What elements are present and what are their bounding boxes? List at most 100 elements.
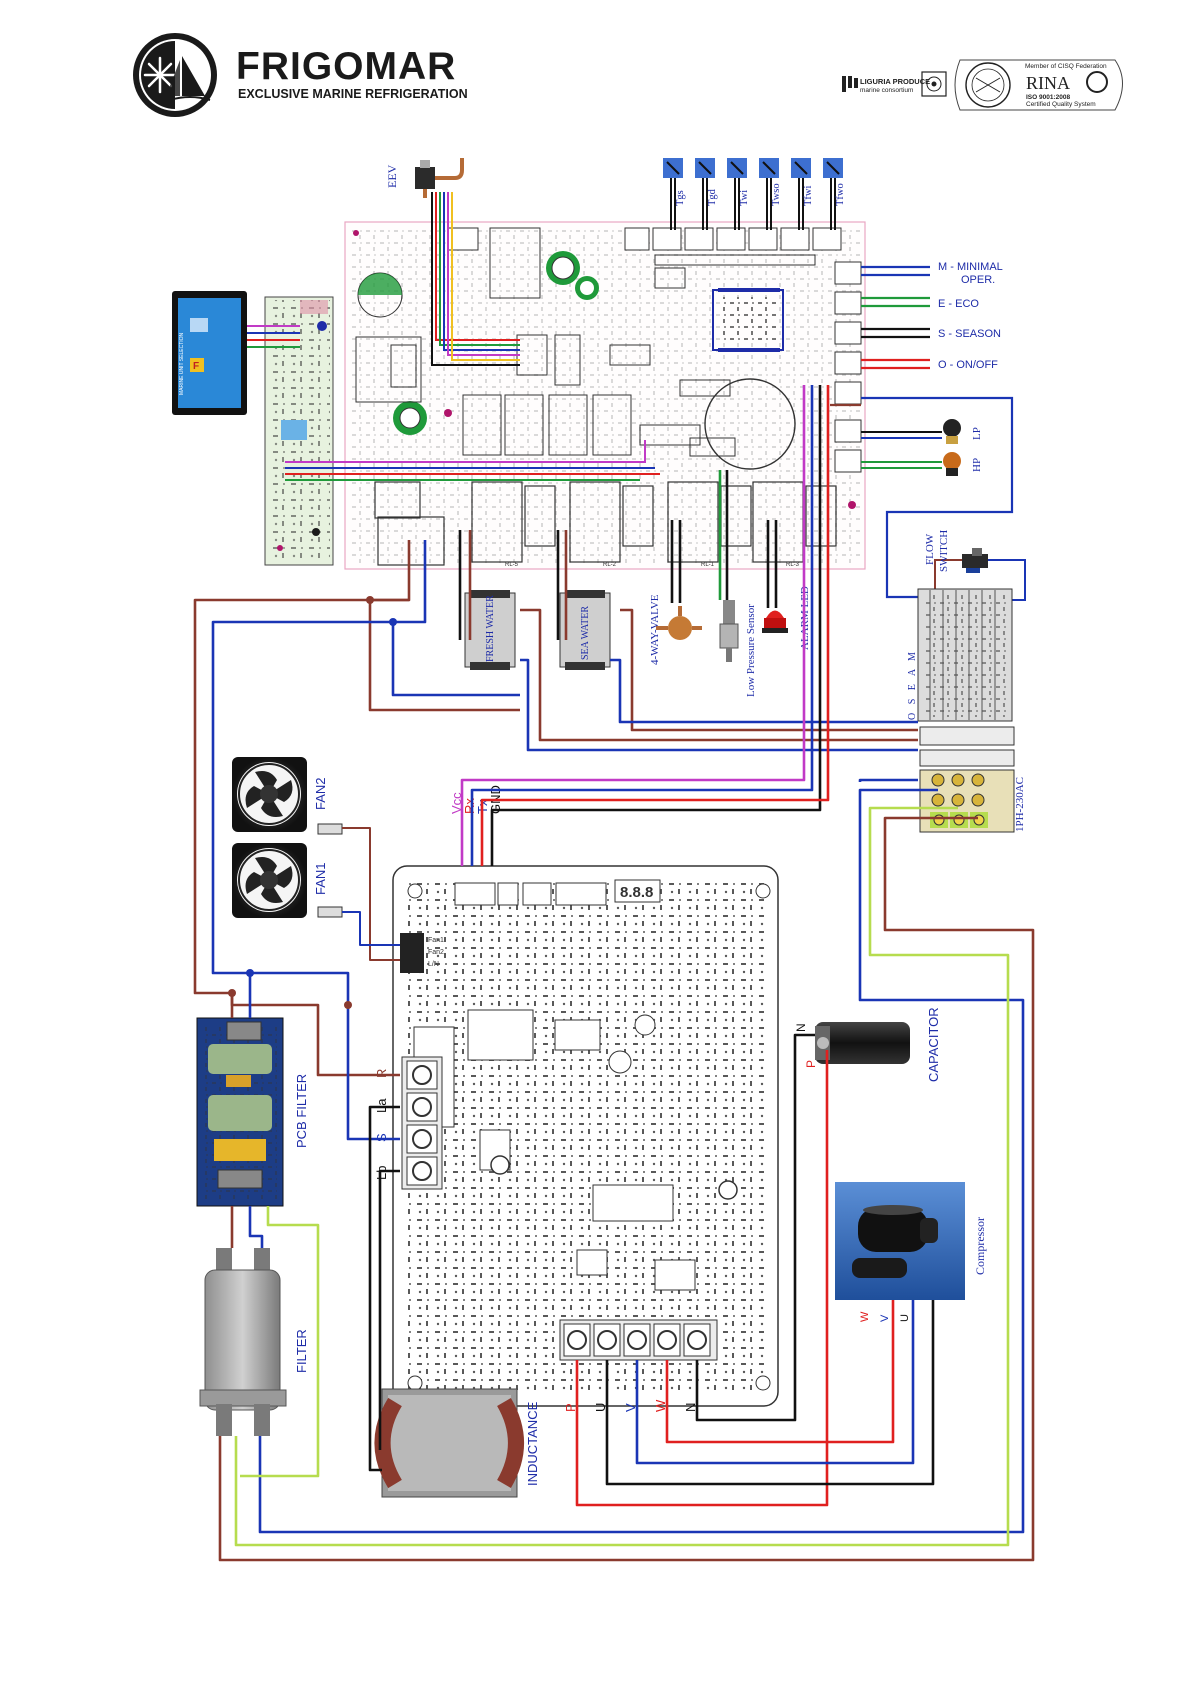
terminal-letters: O S E A M (907, 649, 918, 720)
inverter-bottom-terminals (559, 1319, 718, 1361)
sensor-tgs (663, 158, 683, 230)
sensor-label-tfwo: Tfwo (835, 183, 846, 206)
mode-label-minimal-oper: OPER. (961, 274, 995, 286)
inverter-left-terminals (401, 1056, 443, 1190)
filter-label: FILTER (294, 1329, 309, 1373)
fresh-water-label: FRESH WATER (485, 595, 496, 662)
inverter-label-p: P (563, 1403, 578, 1412)
power-label: 1PH-230AC (1014, 777, 1026, 832)
compressor-label-u: U (899, 1314, 911, 1322)
inverter-label-n: N (683, 1403, 698, 1412)
brand-name: FRIGOMAR (236, 45, 456, 88)
rina-certification-badge: Member of CISQ Federation RINA ISO 9001:… (954, 59, 1123, 111)
main-control-board: RL-5 RL-2 RL-1 RL-3 (344, 221, 866, 570)
svg-text:Member of CISQ Federation: Member of CISQ Federation (1025, 63, 1107, 70)
fresh-water-pump-relay (464, 590, 516, 670)
mode-label-season: S - SEASON (938, 328, 1001, 340)
mode-label-minimal: M - MINIMAL (938, 261, 1003, 273)
liguria-produce-logo: LIGURIA PRODUCE marine consortium (842, 76, 930, 94)
sensor-label-tfwi: Tfwi (803, 186, 814, 206)
eev-wires (431, 192, 520, 366)
sensor-tfwi (791, 158, 811, 230)
consortium-badge (921, 71, 947, 97)
svg-text:8.8.8: 8.8.8 (620, 884, 653, 901)
pressure-switch-lp (861, 419, 961, 444)
compressor-label: Compressor (973, 1217, 987, 1275)
board-relay-labels: RL-5 RL-2 RL-1 RL-3 (505, 562, 800, 568)
alarm-led (762, 610, 788, 633)
four-way-valve-label: 4-WAY-VALVE (649, 594, 661, 665)
inverter-label-u: U (593, 1403, 608, 1412)
sensor-tfwo (823, 158, 843, 230)
svg-text:LIGURIA PRODUCE: LIGURIA PRODUCE (860, 77, 930, 86)
sea-water-label: SEA WATER (580, 606, 591, 660)
svg-text:Certified Quality System: Certified Quality System (1026, 101, 1096, 108)
sea-water-pump-relay (559, 590, 611, 670)
fan1-label: FAN1 (313, 862, 328, 895)
pressure-switch-hp (861, 452, 961, 476)
inductance (374, 1388, 524, 1498)
sensor-label-twso: Twso (771, 183, 782, 206)
lp-label: LP (971, 427, 983, 440)
compressor-label-v: V (879, 1314, 891, 1322)
svg-text:RL-1: RL-1 (701, 562, 715, 568)
eev-valve (415, 158, 464, 198)
fan1 (232, 843, 307, 918)
hp-label: HP (971, 458, 983, 472)
flow-switch-label-2: SWITCH (938, 530, 950, 572)
wire-junctions (228, 596, 397, 1009)
terminal-block (917, 588, 1015, 767)
svg-text:RL-2: RL-2 (603, 562, 617, 568)
svg-text:MARINE UNIT SELECTION: MARINE UNIT SELECTION (179, 332, 185, 395)
inverter-label-w: W (653, 1399, 668, 1412)
mode-labels: M - MINIMAL OPER. E - ECO S - SEASON O -… (938, 261, 1003, 371)
pcb-filter (196, 1017, 284, 1207)
svg-text:Fan2: Fan2 (428, 949, 444, 956)
power-input-terminals (919, 769, 1015, 833)
capacitor-label-p: P (804, 1060, 818, 1068)
svg-text:Fan1: Fan1 (428, 937, 444, 944)
board-right-wires (830, 396, 1014, 599)
compressor-label-w: W (859, 1311, 871, 1322)
four-way-valve (656, 606, 702, 640)
sensor-label-tgd: Tgd (707, 188, 718, 206)
compressor (835, 1182, 965, 1300)
inverter-bottom-labels: P U V W N (563, 1399, 698, 1412)
low-pressure-sensor (719, 600, 739, 662)
fan2-label: FAN2 (313, 777, 328, 810)
sensor-label-tgs: Tgs (675, 190, 686, 206)
compressor-terminal-labels: W V U (859, 1311, 911, 1322)
power-wiring (193, 385, 1035, 1562)
flow-switch (934, 548, 1026, 601)
pcb-filter-label: PCB FILTER (294, 1074, 309, 1148)
frigomar-logo (133, 33, 217, 117)
inverter-label-s: S (374, 1133, 389, 1142)
svg-text:RINA: RINA (1026, 73, 1070, 93)
inverter-board: 8.8.8 Fan1 Fan2 L/N (392, 865, 779, 1407)
display-to-board-wires (285, 440, 660, 481)
display-screen-text: F (193, 361, 199, 372)
svg-text:RL-5: RL-5 (505, 562, 519, 568)
comm-label-vcc: Vcc (449, 792, 464, 814)
sensor-twi (727, 158, 747, 230)
flow-switch-label-1: FLOW (924, 533, 936, 565)
inverter-left-labels: R La S Lb (374, 1069, 389, 1180)
mode-label-on-off: O - ON/OFF (938, 359, 998, 371)
sensor-twso (759, 158, 779, 230)
temperature-sensors (663, 158, 843, 230)
svg-text:marine consortium: marine consortium (860, 87, 913, 94)
inverter-label-r: R (374, 1069, 389, 1078)
fan2 (232, 757, 307, 832)
brand-tagline: EXCLUSIVE MARINE REFRIGERATION (238, 87, 468, 101)
mode-input-wires (861, 265, 930, 370)
low-pressure-sensor-label: Low Pressure Sensor (745, 604, 757, 697)
sensor-labels: Tgs Tgd Twi Twso Tfwi Tfwo (675, 183, 846, 206)
inductance-label: INDUCTANCE (525, 1401, 540, 1486)
emi-filter (199, 1248, 287, 1436)
capacitor (815, 1022, 910, 1064)
inverter-label-v: V (623, 1403, 638, 1412)
eev-label: EEV (385, 164, 399, 188)
svg-text:ISO 9001:2008: ISO 9001:2008 (1026, 94, 1070, 101)
display-ribbon-wires (247, 325, 300, 348)
sensor-tgd (695, 158, 715, 230)
